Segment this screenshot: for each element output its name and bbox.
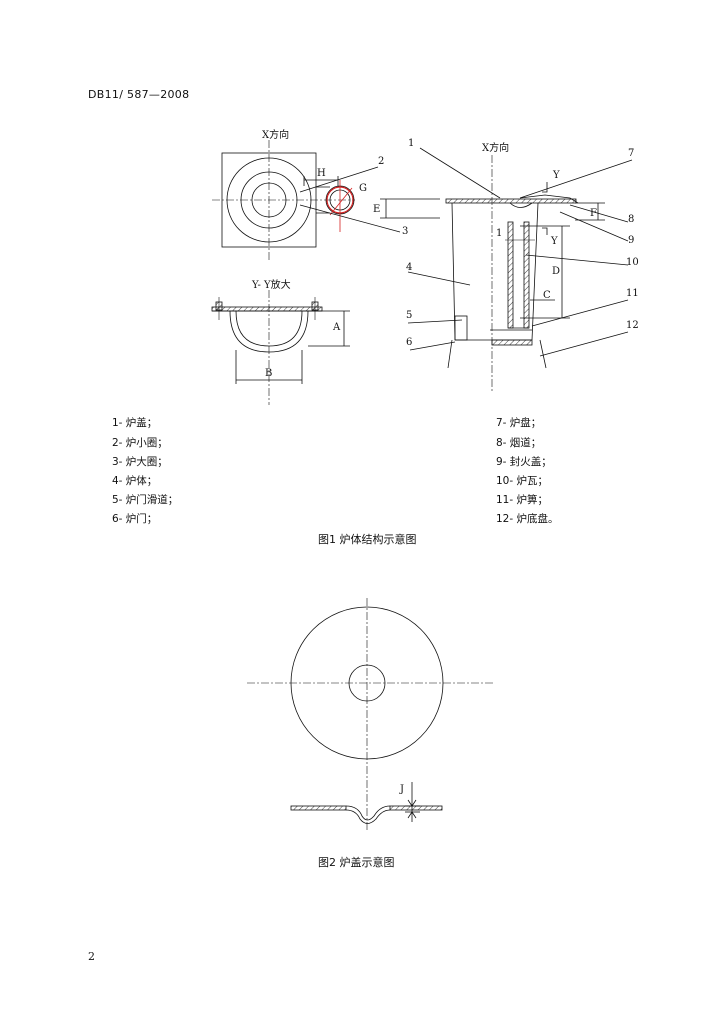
dimension-c: C (543, 290, 551, 301)
legend-item: 3- 炉大圈； (112, 456, 168, 468)
side-view-direction-label: X方向 (482, 143, 510, 154)
plan-view (212, 140, 401, 260)
callout-2: 2 (378, 156, 385, 167)
callout-3: 3 (402, 226, 409, 237)
figure1-caption: 图1 炉体结构示意图 (318, 533, 417, 546)
section-label: Y- Y放大 (252, 280, 291, 291)
figure1-drawing (211, 140, 633, 405)
dimension-g: G (359, 183, 367, 194)
legend-item: 10- 炉瓦； (496, 475, 548, 487)
page-number: 2 (88, 950, 95, 963)
callout-6: 6 (406, 337, 413, 348)
section-mark-y-lower: Y (551, 236, 558, 247)
legend-item: 4- 炉体； (112, 475, 158, 487)
callout-11: 11 (626, 288, 639, 299)
dimension-b: B (265, 368, 273, 379)
legend-right: 7- 炉盘； 8- 烟道； 9- 封火盖； 10- 炉瓦； 11- 炉箅； 12… (496, 415, 559, 530)
callout-10: 10 (626, 257, 639, 268)
callout-8: 8 (628, 214, 635, 225)
callout-7: 7 (628, 148, 635, 159)
legend-item: 8- 烟道； (496, 437, 542, 449)
section-mark-y-upper: Y (553, 170, 560, 181)
dimension-d: D (552, 266, 561, 277)
legend-left: 1- 炉盖； 2- 炉小圈； 3- 炉大圈； 4- 炉体； 5- 炉门滑道； 6… (112, 415, 178, 530)
figure2-caption: 图2 炉盖示意图 (318, 856, 395, 869)
dimension-e: E (373, 204, 381, 215)
dimension-j: J (400, 784, 405, 795)
legend-item: 1- 炉盖； (112, 417, 158, 429)
callout-4: 4 (406, 262, 413, 273)
legend-item: 12- 炉底盘。 (496, 513, 559, 525)
legend-item: 2- 炉小圈； (112, 437, 168, 449)
callout-9: 9 (628, 235, 635, 246)
document-header: DB11/ 587—2008 (88, 88, 190, 101)
dimension-h: H (317, 168, 326, 179)
legend-item: 7- 炉盘； (496, 417, 542, 429)
callout-5: 5 (406, 310, 413, 321)
yy-section (211, 290, 350, 405)
legend-item: 5- 炉门滑道； (112, 494, 179, 506)
callout-12: 12 (626, 320, 639, 331)
callout-1: 1 (408, 138, 415, 149)
plan-view-direction-label: X方向 (262, 130, 290, 141)
legend-item: 6- 炉门； (112, 513, 158, 525)
section-mark-one: 1 (496, 228, 503, 239)
dimension-a: A (333, 322, 341, 333)
side-view (380, 147, 633, 392)
legend-item: 11- 炉箅； (496, 494, 548, 506)
figure2-drawing (247, 598, 493, 830)
dimension-f: F (590, 208, 597, 219)
legend-item: 9- 封火盖； (496, 456, 552, 468)
